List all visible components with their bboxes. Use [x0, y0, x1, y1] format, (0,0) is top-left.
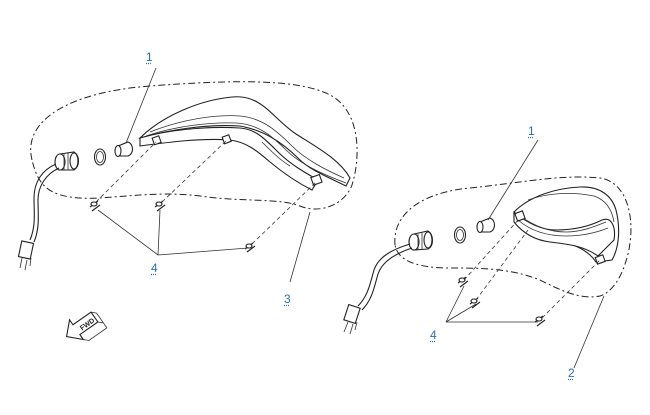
left-connector [17, 240, 35, 271]
right-wire-harness [357, 243, 411, 307]
left-signal-assembly [17, 67, 358, 283]
left-socket [54, 151, 80, 171]
right-screws [457, 276, 546, 327]
callout-1-right[interactable]: 1 [528, 124, 535, 138]
right-assembly-boundary [394, 176, 632, 298]
callout-3[interactable]: 3 [284, 292, 291, 306]
right-o-ring [453, 226, 467, 244]
left-assembly-boundary [30, 81, 358, 210]
left-o-ring [93, 148, 107, 166]
left-screws [89, 200, 256, 253]
left-bulb [114, 141, 134, 158]
left-wire-harness [29, 163, 57, 241]
right-signal-assembly [343, 139, 632, 369]
callout-2[interactable]: 2 [568, 366, 575, 380]
callout-1-left[interactable]: 1 [146, 50, 153, 64]
right-lens [513, 210, 616, 257]
right-bulb [476, 217, 496, 234]
right-socket [408, 230, 434, 251]
forward-direction-arrow-icon: FWD [65, 311, 108, 341]
callout-4-right[interactable]: 4 [430, 328, 437, 342]
callout-4-left[interactable]: 4 [151, 261, 158, 275]
right-connector [343, 303, 361, 335]
